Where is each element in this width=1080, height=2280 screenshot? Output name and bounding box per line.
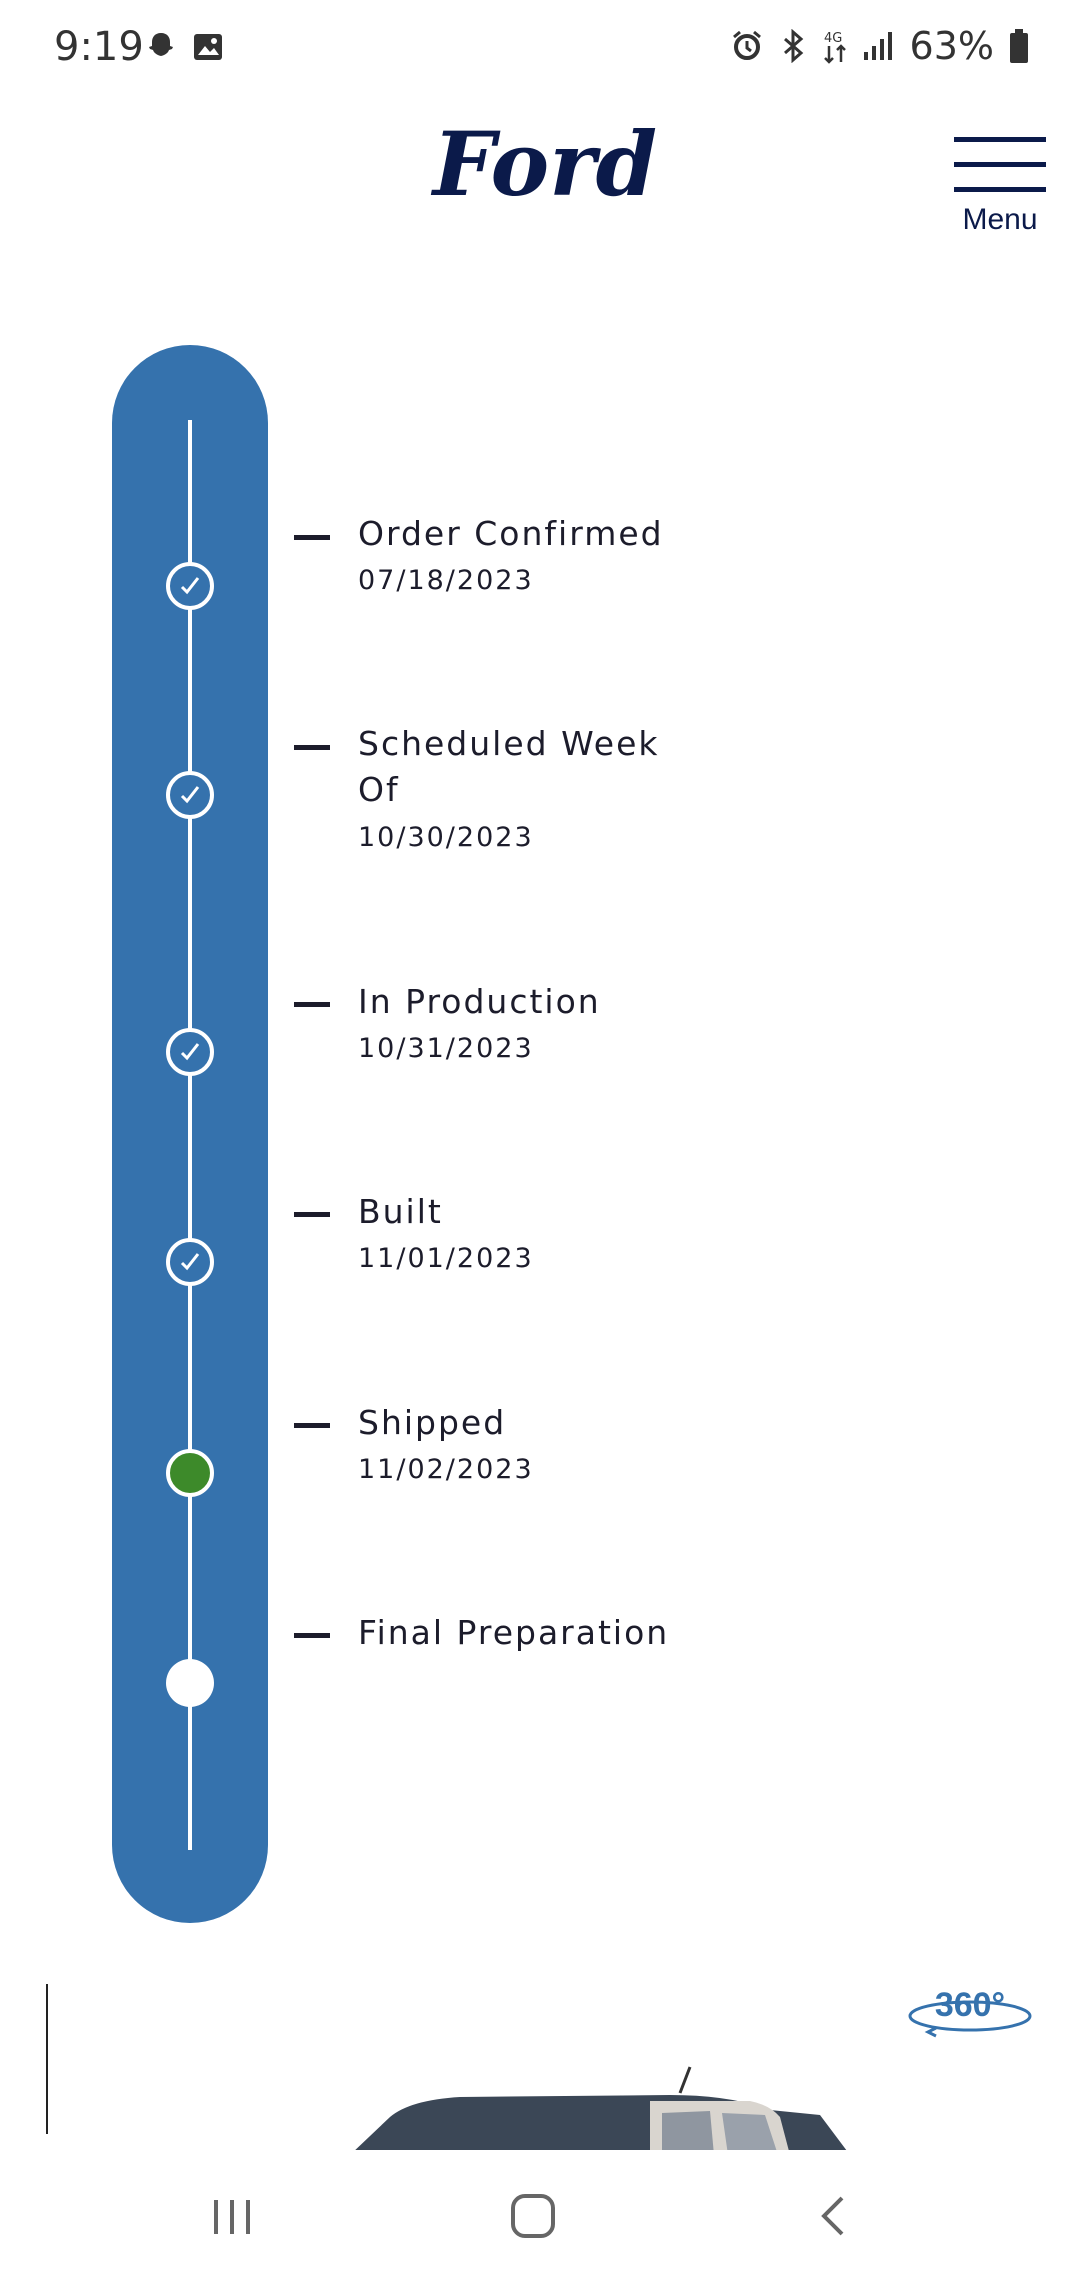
step-pending-indicator (166, 1659, 214, 1707)
hamburger-icon-line (954, 137, 1046, 142)
hamburger-icon-line (954, 162, 1046, 167)
step-title: Scheduled Week Of (358, 724, 660, 809)
svg-text:Ford: Ford (430, 112, 657, 216)
step-date: 10/31/2023 (358, 1033, 534, 1064)
data-4g-icon: 4G (824, 31, 846, 64)
menu-button[interactable]: Menu (950, 111, 1050, 236)
divider (46, 1984, 48, 2134)
rotate-360-icon[interactable]: 360° (906, 1980, 1034, 2040)
gallery-icon (194, 34, 222, 60)
svg-text:4G: 4G (824, 31, 842, 46)
step-dash (294, 1633, 330, 1638)
svg-text:360°: 360° (935, 1986, 1005, 2024)
step-check-icon (166, 1238, 214, 1286)
step-dash (294, 1212, 330, 1217)
android-nav-bar (0, 2150, 1080, 2280)
ford-logo[interactable]: Ford (430, 105, 660, 220)
menu-label: Menu (962, 203, 1038, 236)
step-date: 11/02/2023 (358, 1454, 534, 1485)
step-dash (294, 1423, 330, 1428)
step-date: 10/30/2023 (358, 822, 534, 853)
battery-icon (1010, 29, 1028, 63)
step-title: Order Confirmed (358, 514, 664, 553)
recents-icon[interactable] (202, 2186, 262, 2246)
step-dash (294, 745, 330, 750)
tracker-line (188, 420, 192, 1850)
step-title: Final Preparation (358, 1613, 670, 1652)
step-date: 07/18/2023 (358, 565, 534, 596)
status-time: 9:19 (54, 24, 144, 70)
step-dash (294, 1002, 330, 1007)
step-title: In Production (358, 982, 601, 1021)
step-dash (294, 535, 330, 540)
home-icon[interactable] (503, 2186, 563, 2246)
vehicle-preview: 360° (0, 1980, 1080, 2150)
step-title: Shipped (358, 1403, 507, 1442)
vehicle-image (355, 2066, 847, 2150)
step-check-icon (166, 562, 214, 610)
step-check-icon (166, 1028, 214, 1076)
step-check-icon (166, 771, 214, 819)
site-header: Ford Menu (0, 85, 1080, 236)
step-current-indicator (166, 1449, 214, 1497)
hamburger-icon-line (954, 187, 1046, 192)
status-bar: 9:19 4G 63% (0, 0, 1080, 100)
step-date: 11/01/2023 (358, 1243, 534, 1274)
battery-level: 63% (909, 24, 994, 68)
alarm-icon (732, 30, 761, 60)
step-title: Built (358, 1192, 443, 1231)
back-icon[interactable] (806, 2186, 866, 2246)
snapchat-icon (149, 33, 173, 56)
bluetooth-icon (783, 29, 803, 63)
signal-icon (863, 32, 892, 60)
